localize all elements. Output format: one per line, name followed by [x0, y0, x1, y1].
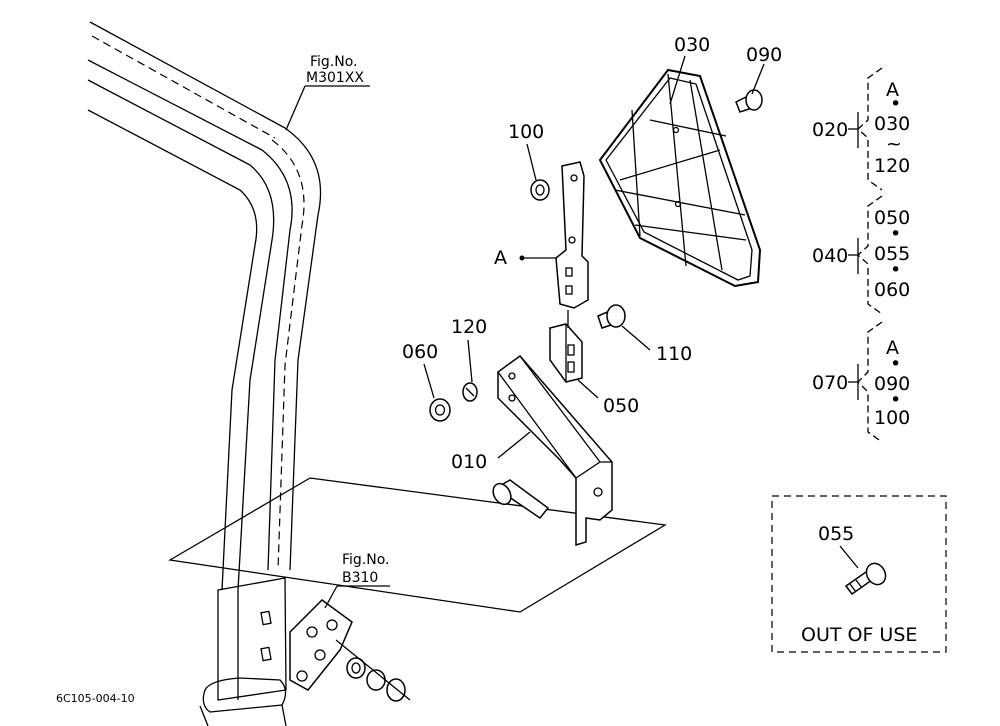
assembly-020-item-030: 030: [874, 113, 910, 135]
assembly-040-item-050: 050: [874, 207, 910, 229]
assembly-070-item-a: A: [886, 337, 899, 359]
bolt-hardware: [335, 639, 411, 702]
reflector-guard-030: [598, 68, 762, 288]
assembly-040: 040 050 • 055 • 060: [812, 195, 910, 315]
mount-plate-b310: [289, 599, 411, 702]
assembly-040-item-055: 055: [874, 243, 910, 265]
assembly-070: 070 A • 090 • 100: [812, 321, 910, 443]
assembly-070-sep-2: •: [890, 389, 901, 411]
lock-washer-120: [462, 382, 478, 402]
callout-060: 060: [402, 341, 438, 363]
ref-m301xx-title: Fig.No.: [310, 54, 358, 70]
bracket-010: [492, 354, 613, 547]
assembly-020-id: 020: [812, 119, 848, 141]
ref-b310-title: Fig.No.: [342, 552, 390, 568]
assembly-020: 020 A • 030 ~ 120: [812, 67, 910, 191]
callout-030: 030: [674, 34, 710, 56]
assembly-020-sep-2: ~: [886, 133, 902, 155]
ref-b310-number: B310: [342, 570, 378, 586]
nut-060: [429, 398, 451, 422]
out-of-use-box: 055 OUT OF USE: [771, 495, 947, 653]
callout-110: 110: [656, 343, 692, 365]
ref-m301xx-number: M301XX: [306, 70, 364, 86]
bracket-050: [549, 310, 583, 383]
assembly-040-sep-2: •: [890, 259, 901, 281]
callout-010: 010: [451, 451, 487, 473]
reflector-arm: [555, 161, 589, 309]
mounting-plane: [168, 477, 667, 613]
assembly-070-id: 070: [812, 372, 848, 394]
assembly-070-sep-1: •: [890, 353, 901, 375]
bolt-110: [597, 304, 626, 329]
assembly-020-item-120: 120: [874, 155, 910, 177]
assembly-040-item-060: 060: [874, 279, 910, 301]
assembly-020-item-a: A: [886, 79, 899, 101]
rops-frame: [87, 21, 322, 726]
washer-100: [530, 179, 550, 201]
assembly-040-id: 040: [812, 245, 848, 267]
callout-100: 100: [508, 121, 544, 143]
out-of-use-part: 055: [818, 523, 854, 545]
assembly-020-sep-1: •: [890, 93, 901, 115]
callout-090: 090: [746, 44, 782, 66]
leader-lines: [285, 55, 859, 609]
assembly-070-item-090: 090: [874, 373, 910, 395]
bolt-090: [735, 89, 763, 113]
assembly-040-sep-1: •: [890, 223, 901, 245]
bolt-055: [844, 562, 887, 596]
callout-050: 050: [603, 395, 639, 417]
callout-a: A: [494, 247, 507, 269]
callout-120: 120: [451, 316, 487, 338]
assembly-070-item-100: 100: [874, 407, 910, 429]
drawing-code: 6C105-004-10: [56, 692, 135, 705]
out-of-use-caption: OUT OF USE: [801, 624, 917, 646]
